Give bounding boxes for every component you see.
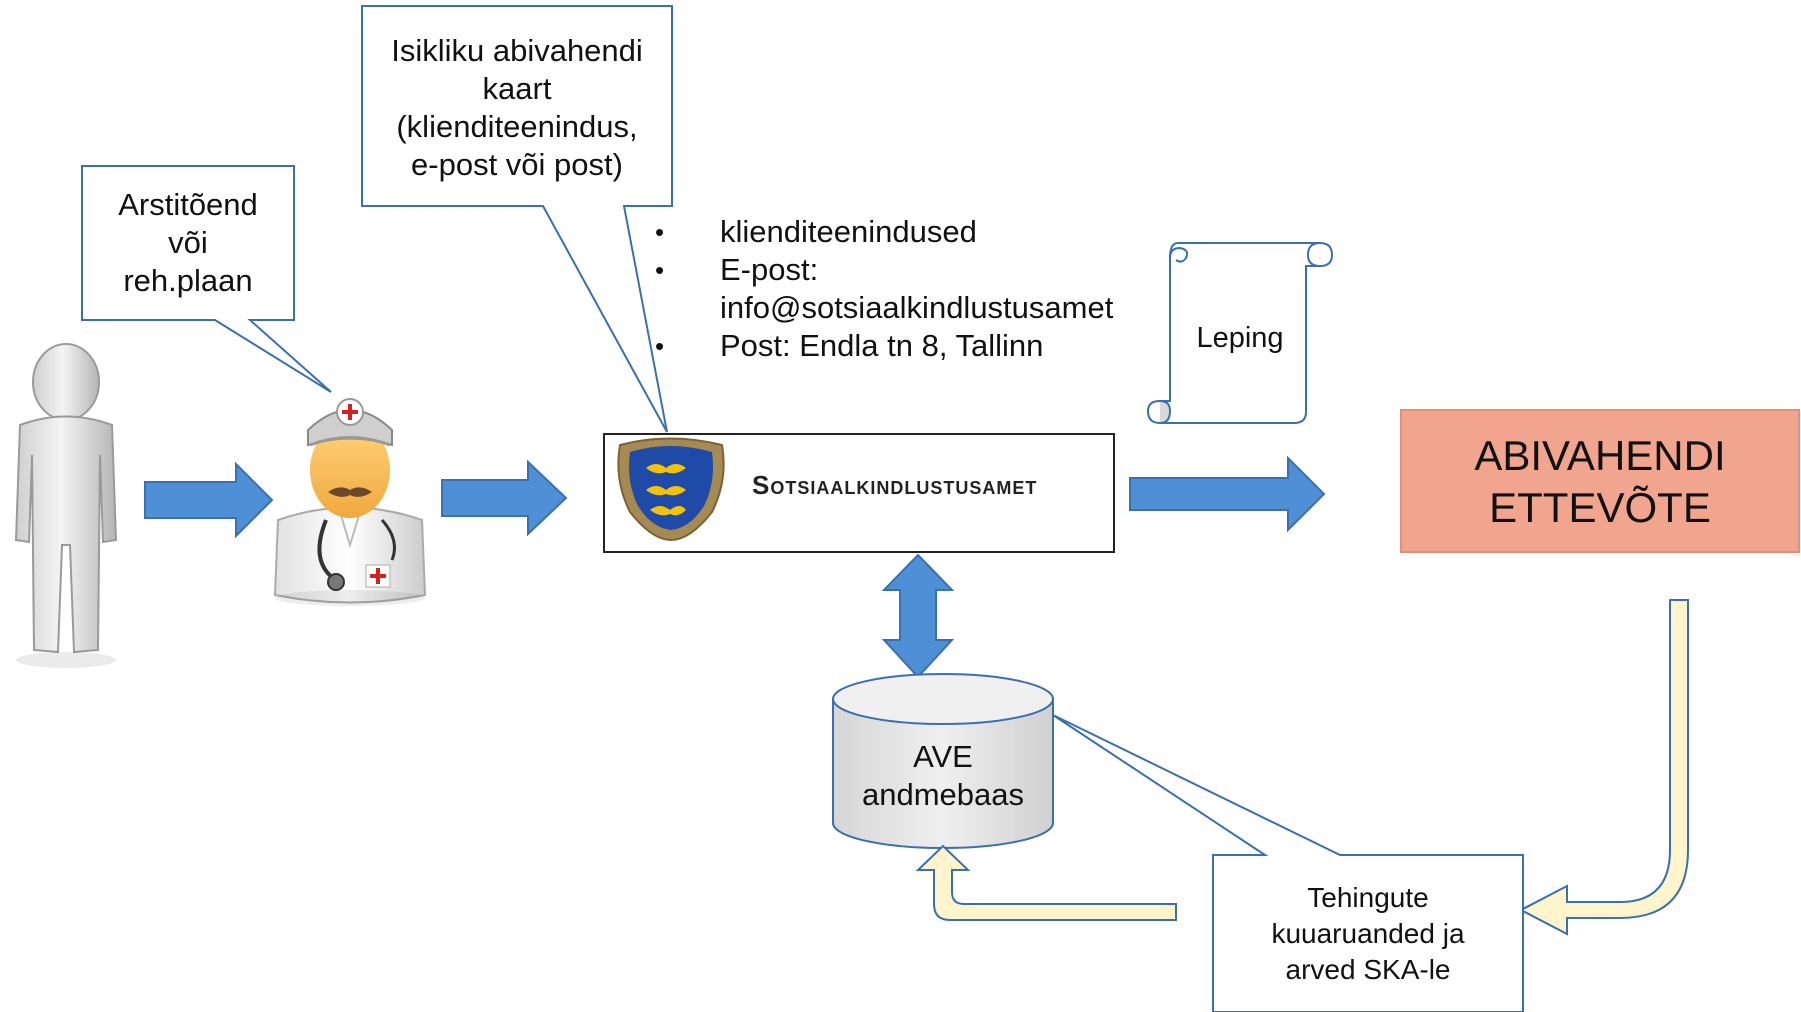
contact-item: E-post: info@sotsiaalkindlustusamet bbox=[650, 251, 1150, 327]
reports-line: Tehingute bbox=[1307, 882, 1429, 913]
arrow-company-to-reports bbox=[1518, 599, 1689, 936]
arrow-reports-to-database bbox=[915, 844, 1177, 921]
reports-line: kuuaruanded ja bbox=[1271, 918, 1465, 949]
arrow-person-to-doctor bbox=[144, 461, 274, 539]
doctor-note-line: Arstitõend bbox=[118, 187, 258, 222]
database-line: AVE bbox=[913, 739, 973, 774]
database-line: andmebaas bbox=[861, 777, 1024, 812]
contract-label: Leping bbox=[1196, 322, 1284, 354]
reports-line: arved SKA-le bbox=[1285, 954, 1451, 985]
company-label: ABIVAHENDI ETTEVÕTE bbox=[1400, 430, 1800, 534]
reports-label: Tehingute kuuaruanded ja arved SKA-le bbox=[1213, 880, 1523, 988]
company-line: ETTEVÕTE bbox=[1489, 484, 1711, 531]
agency-logo-text: Sotsiaalkindlustusamet bbox=[752, 470, 1038, 500]
contact-item: Post: Endla tn 8, Tallinn bbox=[650, 327, 1150, 365]
doctor-note-text: Arstitõend või reh.plaan bbox=[82, 186, 294, 300]
arrow-doctor-to-agency bbox=[441, 459, 568, 537]
personal-card-line: Isikliku abivahendi bbox=[391, 33, 643, 68]
arrow-agency-database bbox=[881, 553, 955, 679]
company-line: ABIVAHENDI bbox=[1474, 432, 1726, 479]
contract-scroll-icon bbox=[1146, 242, 1334, 424]
personal-card-line: (klienditeenindus, bbox=[396, 109, 638, 144]
contact-list: klienditeenindused E-post: info@sotsiaal… bbox=[650, 213, 1150, 365]
personal-card-line: e-post või post) bbox=[411, 147, 623, 182]
personal-card-text: Isikliku abivahendi kaart (klienditeenin… bbox=[362, 32, 672, 184]
person-icon bbox=[14, 343, 118, 668]
contact-item: klienditeenindused bbox=[650, 213, 1150, 251]
doctor-icon bbox=[273, 398, 427, 606]
company-box bbox=[1400, 409, 1800, 553]
coat-of-arms-icon bbox=[617, 437, 725, 542]
reports-callout bbox=[1052, 714, 1524, 1012]
doctor-note-line: reh.plaan bbox=[123, 263, 253, 298]
personal-card-callout bbox=[361, 5, 673, 433]
doctor-note-callout bbox=[81, 165, 332, 393]
personal-card-line: kaart bbox=[482, 71, 552, 106]
arrow-agency-to-company bbox=[1129, 455, 1326, 533]
doctor-note-line: või bbox=[168, 225, 208, 260]
database-label: AVE andmebaas bbox=[833, 738, 1053, 814]
